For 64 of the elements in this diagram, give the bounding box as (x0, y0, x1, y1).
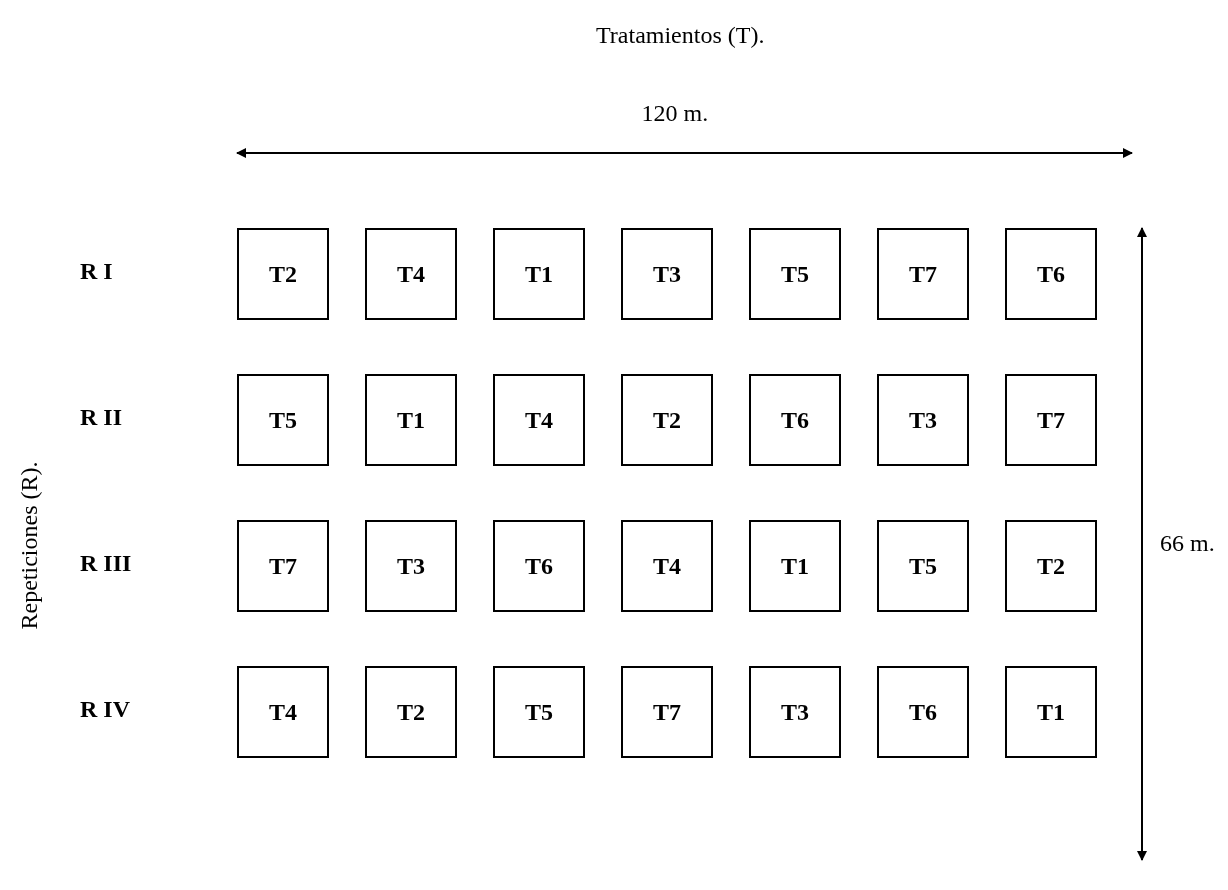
plot-box (237, 228, 329, 320)
axis-title: Repeticiones (R). (16, 461, 44, 629)
treatment-label: T5 (269, 406, 297, 434)
treatment-label: T3 (397, 552, 425, 580)
treatment-label: T3 (781, 698, 809, 726)
treatment-label: T3 (909, 406, 937, 434)
treatment-label: T6 (1037, 260, 1065, 288)
treatment-label: T2 (653, 406, 681, 434)
plot-box (237, 666, 329, 758)
plot-box (621, 520, 713, 612)
treatment-label: T2 (1037, 552, 1065, 580)
treatment-label: T6 (909, 698, 937, 726)
treatment-label: T7 (1037, 406, 1065, 434)
plot-box (749, 374, 841, 466)
plot-box (493, 228, 585, 320)
plot-box (493, 520, 585, 612)
plot-box (1005, 374, 1097, 466)
treatment-label: T2 (397, 698, 425, 726)
plot-box (749, 228, 841, 320)
plot-box (365, 666, 457, 758)
row-label: R II (80, 404, 122, 431)
plot-box (493, 374, 585, 466)
plot-box (493, 666, 585, 758)
axis-title: Tratamientos (T). (596, 22, 765, 49)
plot-box (1005, 666, 1097, 758)
treatment-label: T4 (269, 698, 297, 726)
plot-box (1005, 520, 1097, 612)
plot-box (877, 666, 969, 758)
treatment-label: T5 (525, 698, 553, 726)
treatment-label: T6 (781, 406, 809, 434)
treatment-label: T2 (269, 260, 297, 288)
plot-box (365, 228, 457, 320)
plot-box (749, 520, 841, 612)
treatment-label: T4 (653, 552, 681, 580)
treatment-label: T4 (525, 406, 553, 434)
treatment-label: T1 (525, 260, 553, 288)
plot-box (621, 228, 713, 320)
treatment-label: T5 (909, 552, 937, 580)
treatment-label: T4 (397, 260, 425, 288)
treatment-label: T1 (1037, 698, 1065, 726)
treatment-label: T6 (525, 552, 553, 580)
plot-box (365, 374, 457, 466)
treatment-label: T7 (269, 552, 297, 580)
plot-box (877, 228, 969, 320)
row-label: R IV (80, 696, 130, 723)
plot-box (1005, 228, 1097, 320)
plot-box (621, 666, 713, 758)
row-label: R III (80, 550, 132, 577)
dimension-label: 66 m. (1160, 530, 1215, 557)
treatment-label: T3 (653, 260, 681, 288)
plot-box (621, 374, 713, 466)
plot-box (237, 520, 329, 612)
plot-box (877, 520, 969, 612)
treatment-label: T1 (397, 406, 425, 434)
treatment-label: T7 (909, 260, 937, 288)
treatment-label: T5 (781, 260, 809, 288)
plot-box (749, 666, 841, 758)
plot-box (237, 374, 329, 466)
treatment-label: T1 (781, 552, 809, 580)
plot-box (365, 520, 457, 612)
dimension-label: 120 m. (641, 100, 709, 127)
plot-box (877, 374, 969, 466)
treatment-label: T7 (653, 698, 681, 726)
row-label: R I (80, 258, 113, 285)
